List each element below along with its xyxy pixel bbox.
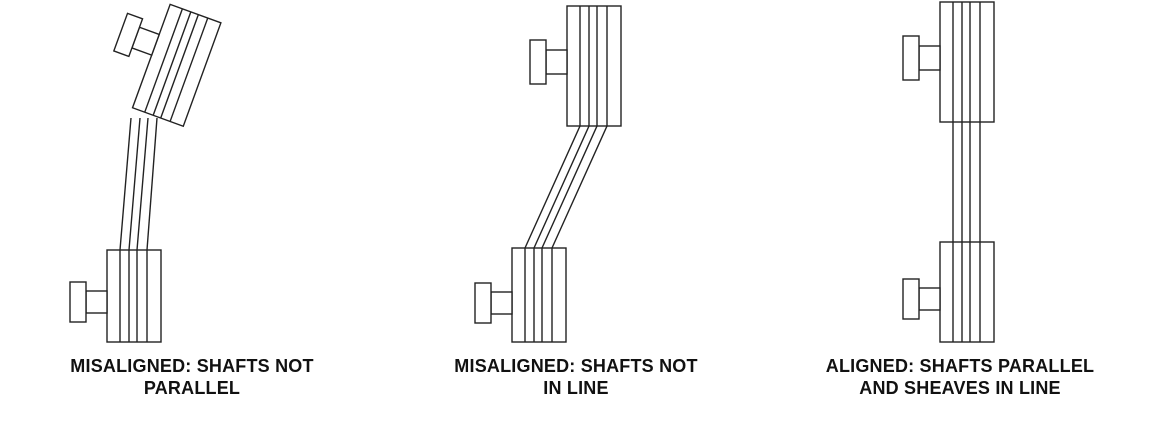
top-sheave-tilted xyxy=(112,3,222,128)
caption-line-1: MISALIGNED: SHAFTS NOT xyxy=(70,356,314,376)
panel-aligned: ALIGNED: SHAFTS PARALLEL AND SHEAVES IN … xyxy=(768,0,1152,433)
bottom-shaft xyxy=(69,281,108,323)
bottom-sheave xyxy=(511,247,567,343)
bottom-shaft xyxy=(474,282,513,324)
panel-not-parallel: MISALIGNED: SHAFTS NOT PARALLEL xyxy=(0,0,384,433)
bottom-sheave xyxy=(106,249,162,343)
not-parallel-diagram xyxy=(69,3,222,343)
panel-not-in-line: MISALIGNED: SHAFTS NOT IN LINE xyxy=(384,0,768,433)
bottom-shaft xyxy=(902,278,941,320)
belt xyxy=(119,117,158,251)
top-sheave xyxy=(566,5,622,127)
caption-line-1: ALIGNED: SHAFTS PARALLEL xyxy=(825,356,1095,376)
caption-line-2: AND SHEAVES IN LINE xyxy=(859,378,1061,398)
caption-line-1: MISALIGNED: SHAFTS NOT xyxy=(454,356,698,376)
caption-not-in-line: MISALIGNED: SHAFTS NOT IN LINE xyxy=(384,355,768,399)
caption-line-2: PARALLEL xyxy=(143,378,241,398)
top-sheave xyxy=(939,1,995,123)
top-shaft xyxy=(529,39,568,85)
aligned-diagram xyxy=(902,1,995,343)
not-in-line-diagram xyxy=(474,5,622,343)
top-shaft xyxy=(902,35,941,81)
belt xyxy=(952,122,981,242)
belt xyxy=(524,125,608,249)
caption-not-parallel: MISALIGNED: SHAFTS NOT PARALLEL xyxy=(0,355,384,399)
caption-line-2: IN LINE xyxy=(543,378,609,398)
caption-aligned: ALIGNED: SHAFTS PARALLEL AND SHEAVES IN … xyxy=(768,355,1152,399)
bottom-sheave xyxy=(939,241,995,343)
